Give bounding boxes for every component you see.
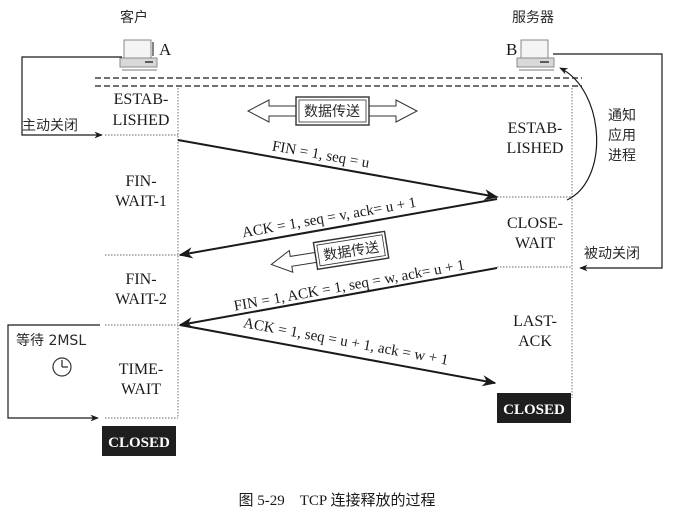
svg-text:应用: 应用: [608, 127, 636, 144]
server-host-label: B: [506, 40, 517, 59]
message-arrow-3: [178, 267, 498, 329]
server-state-lastack-2: ACK: [518, 333, 552, 350]
active-close-arrow: [21, 56, 122, 139]
server-state-established-1: ESTAB-: [508, 120, 563, 137]
server-state-closewait-2: WAIT: [515, 235, 555, 252]
message-label-1: FIN = 1, seq = u: [271, 139, 371, 172]
server-state-established-2: LISHED: [507, 140, 564, 157]
client-state-finwait2-1: FIN-: [125, 271, 156, 288]
data-transfer-label: 数据传送: [304, 104, 360, 120]
client-title: 客户: [120, 9, 148, 26]
active-close-label: 主动关闭: [22, 118, 78, 134]
message-arrow-2: [178, 198, 498, 259]
message-label-3: FIN = 1, ACK = 1, seq = w, ack= u + 1: [233, 257, 466, 314]
server-closed-badge: [497, 393, 571, 423]
clock-icon: [52, 357, 72, 377]
server-closed-label: CLOSED: [503, 402, 565, 418]
server-state-closewait-1: CLOSE-: [507, 215, 563, 232]
passive-close-label: 被动关闭: [584, 246, 640, 262]
client-state-established-2: LISHED: [113, 112, 170, 129]
client-closed-label: CLOSED: [108, 435, 170, 451]
wait-2msl-label: 等待 2MSL: [16, 332, 86, 349]
svg-text:进程: 进程: [608, 148, 636, 164]
client-state-timewait-2: WAIT: [121, 381, 161, 398]
data-transfer-bidirectional: 数据传送: [246, 96, 419, 126]
server-computer-icon: [516, 39, 555, 71]
client-state-finwait1-2: WAIT-1: [115, 193, 167, 210]
client-state-established-1: ESTAB-: [114, 91, 169, 108]
notify-app-label: 通知 应用 进程: [608, 107, 636, 164]
client-state-finwait2-2: WAIT-2: [115, 291, 167, 308]
server-title: 服务器: [512, 10, 554, 26]
passive-close-arrow: [553, 53, 663, 272]
client-state-timewait-1: TIME-: [119, 361, 163, 378]
server-state-lastack-1: LAST-: [513, 313, 557, 330]
svg-text:通知: 通知: [608, 107, 636, 124]
notify-app-arrow: [559, 67, 598, 201]
client-host-label: A: [159, 40, 172, 59]
data-transfer-server-to-client: 数据传送: [270, 230, 390, 273]
message-arrow-1: [177, 139, 499, 201]
figure-caption: 图 5-29 TCP 连接释放的过程: [239, 492, 436, 509]
wait-2msl-arrow: [7, 324, 100, 422]
client-state-finwait1-1: FIN-: [125, 173, 156, 190]
client-computer-icon: [119, 39, 158, 71]
message-arrow-4: [179, 324, 497, 387]
client-closed-badge: [102, 426, 176, 456]
client-timeline: [105, 88, 179, 419]
